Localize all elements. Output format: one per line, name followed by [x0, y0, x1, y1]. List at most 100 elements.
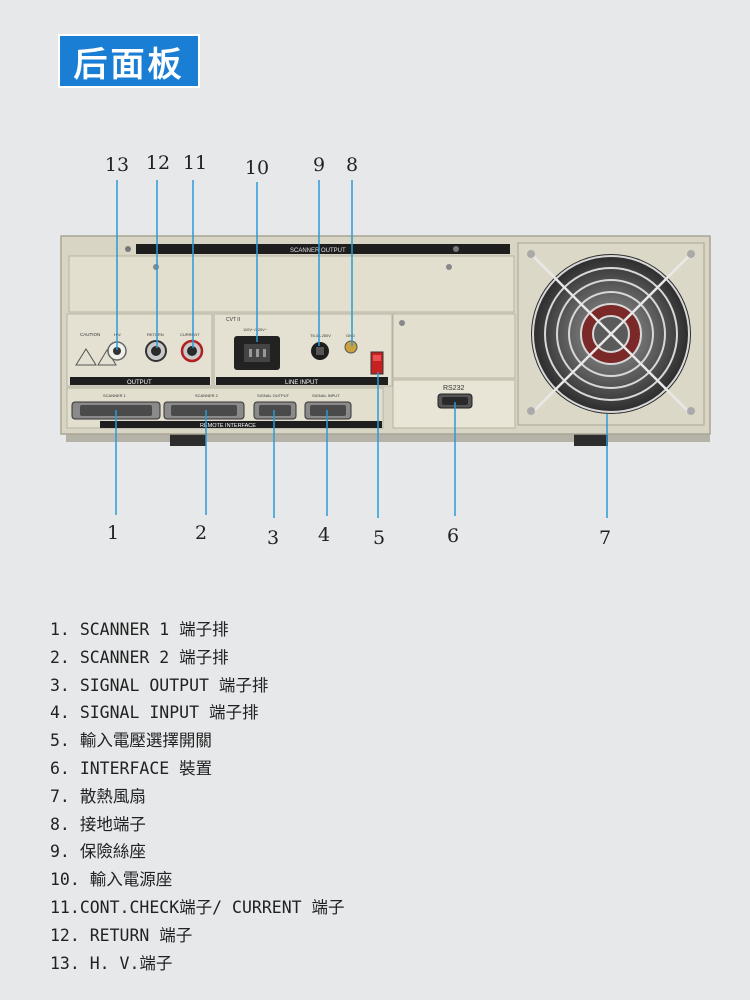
rs232-panel [392, 379, 516, 429]
rs232-pins [442, 397, 468, 405]
legend-item: 9. 保險絲座 [50, 838, 710, 866]
legend-item: 10. 輸入電源座 [50, 866, 710, 894]
scanner2-pins [171, 405, 237, 416]
legend-list: 1. SCANNER 1 端子排 2. SCANNER 2 端子排 3. SIG… [50, 616, 710, 977]
screw-top-right [453, 246, 459, 252]
legend-num: 4. [50, 703, 70, 723]
legend-text: H. V.端子 [89, 953, 173, 973]
chassis-shadow [66, 432, 710, 442]
legend-item: 1. SCANNER 1 端子排 [50, 616, 710, 644]
legend-text: 輸入電源座 [89, 870, 173, 890]
callout-6: 6 [446, 525, 460, 547]
caution-label: CAUTION [80, 332, 100, 337]
line-input-label-bar [216, 377, 388, 385]
legend-item: 13. H. V.端子 [50, 950, 710, 978]
return-bnc-core [151, 346, 161, 356]
screw-interface [399, 320, 405, 326]
callout-lines-bottom [115, 372, 608, 518]
legend-num: 12. [50, 925, 80, 945]
signal-input-label: SIGNAL INPUT [312, 393, 340, 398]
legend-text: 輸入電壓選擇開關 [79, 731, 212, 751]
callout-10: 10 [244, 157, 270, 179]
legend-text: 保險絲座 [79, 842, 146, 862]
remote-interface-label: REMOTE INTERFACE [200, 423, 256, 429]
screw-plate-2 [446, 264, 452, 270]
legend-num: 5. [50, 731, 70, 751]
gnd-label: GND [346, 333, 355, 338]
callout-1: 1 [106, 522, 120, 544]
callout-11: 11 [182, 152, 208, 174]
legend-num: 8. [50, 814, 70, 834]
rs232-label: RS232 [443, 385, 465, 392]
ground-terminal [344, 340, 358, 354]
fan-guard-ring-1 [532, 255, 690, 413]
legend-num: 3. [50, 675, 70, 695]
remote-interface-label-bar [100, 421, 382, 428]
current-bnc-core [187, 346, 197, 356]
callout-7: 7 [598, 527, 612, 549]
legend-item: 5. 輸入電壓選擇開關 [50, 727, 710, 755]
legend-item: 2. SCANNER 2 端子排 [50, 644, 710, 672]
screw-top-left [125, 246, 131, 252]
legend-num: 6. [50, 758, 70, 778]
blank-plate [68, 255, 515, 313]
callout-5: 5 [372, 527, 386, 549]
legend-text: SCANNER 2 端子排 [79, 647, 229, 667]
return-port-label: RETURN [147, 332, 164, 337]
callout-9: 9 [312, 154, 326, 176]
callout-8: 8 [345, 154, 359, 176]
scanner1-label: SCANNER 1 [103, 393, 127, 398]
cvt-label: CVT II [226, 317, 240, 323]
fan-screw-3 [527, 407, 535, 415]
legend-text: SIGNAL INPUT 端子排 [79, 703, 259, 723]
scanner-output-strip [136, 244, 510, 254]
output-label: OUTPUT [127, 380, 152, 386]
fan-screw-2 [687, 250, 695, 258]
fuse-label: T6.3A 250V [310, 333, 331, 338]
current-port-label: CURRENT [180, 332, 200, 337]
legend-num: 11. [50, 897, 80, 917]
power-pin-3 [263, 349, 266, 357]
fan-screw-4 [687, 407, 695, 415]
scanner-output-label: SCANNER OUTPUT [290, 248, 346, 254]
legend-text: 散熱風扇 [79, 786, 146, 806]
legend-text: SCANNER 1 端子排 [79, 620, 229, 639]
fan-guard-ring-3 [556, 279, 666, 389]
power-pin-2 [256, 349, 259, 357]
interface-panel [392, 313, 516, 379]
legend-num: 9. [50, 842, 70, 862]
voltage-label: 110V~/220V~ [243, 327, 268, 332]
callout-13: 13 [104, 154, 130, 176]
scanner2-label: SCANNER 2 [195, 393, 219, 398]
callout-2: 2 [194, 522, 208, 544]
legend-item: 6. INTERFACE 裝置 [50, 755, 710, 783]
callout-3: 3 [266, 527, 280, 549]
legend-num: 10. [50, 870, 80, 890]
fan-screw-1 [527, 250, 535, 258]
signal-output-label: SIGNAL OUTPUT [257, 393, 290, 398]
legend-item: 7. 散熱風扇 [50, 783, 710, 811]
fuse-slot [316, 347, 324, 355]
screw-plate-1 [153, 264, 159, 270]
callout-4: 4 [317, 524, 331, 546]
legend-item: 4. SIGNAL INPUT 端子排 [50, 699, 710, 727]
legend-text: 接地端子 [79, 814, 146, 834]
legend-num: 13. [50, 953, 80, 973]
callout-lines-top [116, 180, 353, 350]
legend-item: 8. 接地端子 [50, 811, 710, 839]
legend-item: 3. SIGNAL OUTPUT 端子排 [50, 672, 710, 700]
legend-text: RETURN 端子 [89, 925, 193, 945]
rear-panel-diagram: SCANNER OUTPUT CAUTION H.V. RETURN CURRE… [60, 180, 711, 518]
legend-item: 11.CONT.CHECK端子/ CURRENT 端子 [50, 894, 710, 922]
fan-guard-ring-4 [568, 291, 654, 377]
fan-guard-cross-2 [530, 253, 692, 415]
foot-right [574, 434, 608, 446]
fan-guard-ring-2 [544, 267, 678, 401]
legend-text: CONT.CHECK端子/ CURRENT 端子 [79, 897, 345, 917]
warning-icon [75, 348, 97, 366]
legend-num: 2. [50, 647, 70, 667]
legend-num: 7. [50, 786, 70, 806]
legend-text: INTERFACE 裝置 [79, 758, 213, 778]
hv-terminal-core [113, 347, 121, 355]
legend-num: 1. [50, 620, 70, 639]
